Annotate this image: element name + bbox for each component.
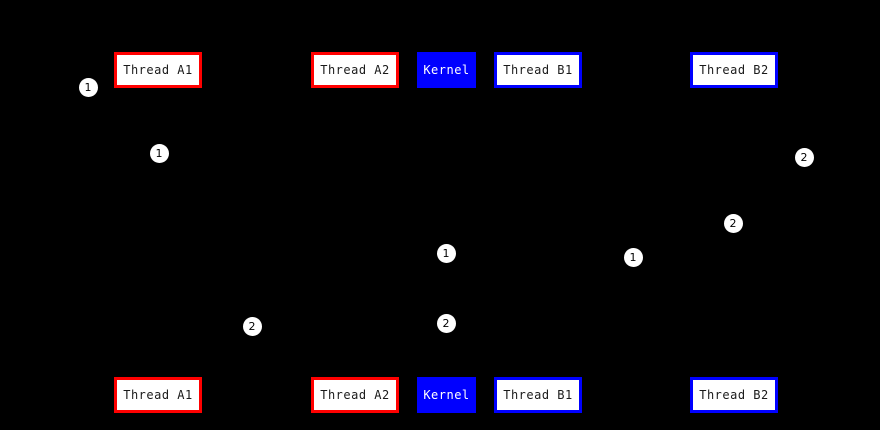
participant-label: Thread B2 bbox=[699, 63, 769, 77]
participant-label: Thread A2 bbox=[320, 63, 390, 77]
message-arrow-msg-5 bbox=[152, 342, 446, 348]
participant-box-thread-a2-top[interactable]: Thread A2 bbox=[311, 52, 399, 88]
arrowhead-icon bbox=[446, 187, 452, 193]
participant-label: Thread A1 bbox=[123, 388, 193, 402]
participant-box-thread-b2-top[interactable]: Thread B2 bbox=[690, 52, 778, 88]
step-badge-1: 1 bbox=[149, 143, 169, 163]
participant-box-thread-b1-bottom[interactable]: Thread B1 bbox=[494, 377, 582, 413]
step-badge-2: 2 bbox=[436, 313, 456, 333]
arrowhead-icon bbox=[355, 127, 361, 133]
participant-label: Kernel bbox=[423, 63, 470, 77]
participant-label: Thread B1 bbox=[503, 388, 573, 402]
step-badge-2: 2 bbox=[723, 213, 743, 233]
arrowhead-icon bbox=[538, 250, 544, 256]
participant-label: Thread B1 bbox=[503, 63, 573, 77]
participant-label: Thread A1 bbox=[123, 63, 193, 77]
lifeline-kernel bbox=[446, 88, 447, 377]
message-arrow-msg-2 bbox=[355, 187, 452, 193]
participant-label: Kernel bbox=[423, 388, 470, 402]
participant-box-thread-b2-bottom[interactable]: Thread B2 bbox=[690, 377, 778, 413]
participant-box-thread-a2-bottom[interactable]: Thread A2 bbox=[311, 377, 399, 413]
step-badge-2: 2 bbox=[794, 147, 814, 167]
step-badge-2: 2 bbox=[242, 316, 262, 336]
participant-box-kernel-top[interactable]: Kernel bbox=[417, 52, 476, 88]
lifeline-thread-a1 bbox=[158, 88, 159, 377]
lifeline-thread-a2 bbox=[355, 88, 356, 377]
participant-label: Thread A2 bbox=[320, 388, 390, 402]
step-badge-1: 1 bbox=[623, 247, 643, 267]
lifeline-thread-b1 bbox=[538, 88, 539, 377]
message-arrow-msg-3 bbox=[446, 250, 544, 256]
participant-box-thread-b1-top[interactable]: Thread B1 bbox=[494, 52, 582, 88]
participant-box-thread-a1-top[interactable]: Thread A1 bbox=[114, 52, 202, 88]
participant-box-kernel-bottom[interactable]: Kernel bbox=[417, 377, 476, 413]
lifeline-thread-b2 bbox=[734, 88, 735, 377]
arrowhead-icon bbox=[734, 297, 740, 303]
message-arrow-msg-4 bbox=[538, 297, 740, 303]
participant-label: Thread B2 bbox=[699, 388, 769, 402]
step-badge-1: 1 bbox=[436, 243, 456, 263]
step-badge-1: 1 bbox=[78, 77, 98, 97]
participant-box-thread-a1-bottom[interactable]: Thread A1 bbox=[114, 377, 202, 413]
arrowhead-icon bbox=[152, 342, 158, 348]
message-arrow-msg-1 bbox=[158, 127, 361, 133]
